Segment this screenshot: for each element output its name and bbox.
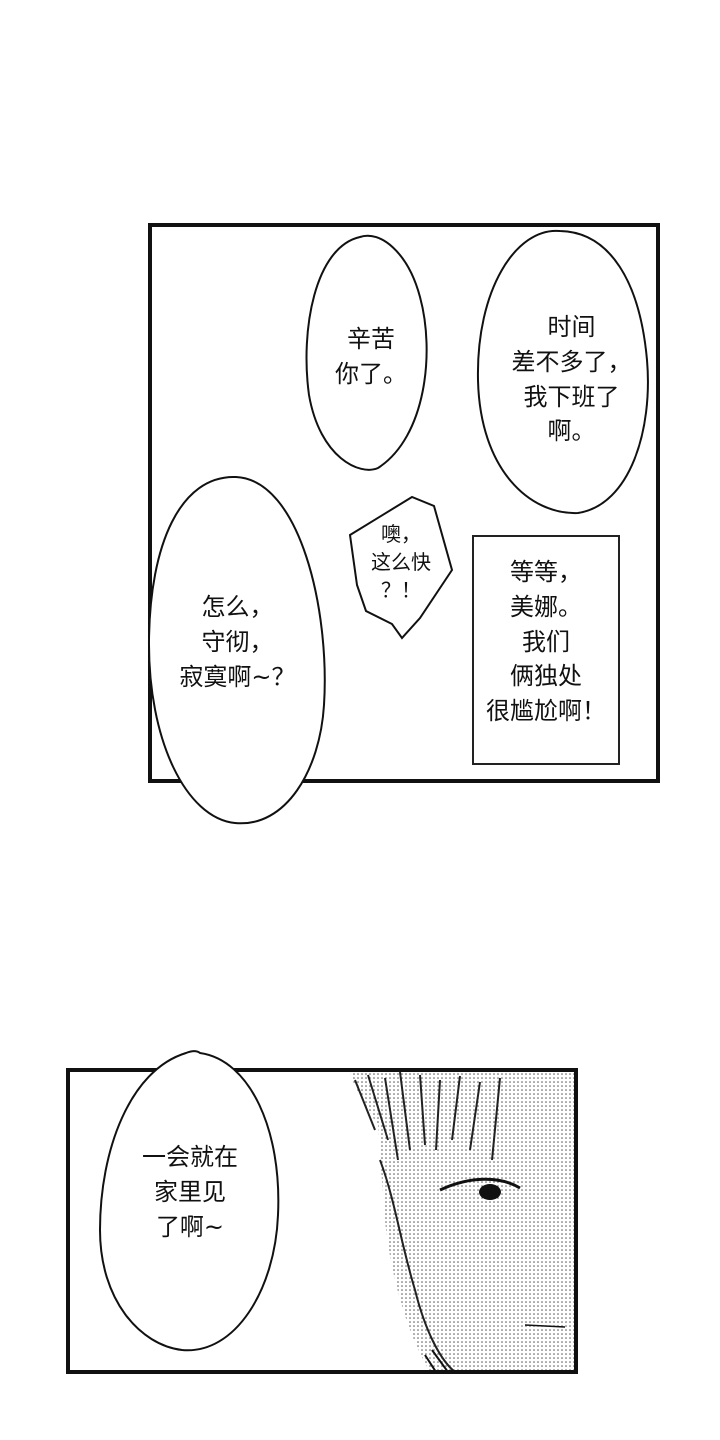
speech-text-2: 时间 差不多了， 我下班了 啊。 xyxy=(511,313,632,446)
speech-text-1: 辛苦 你了。 xyxy=(335,325,407,388)
speech-text-6: 一会就在 家里见 了啊~ xyxy=(142,1143,238,1241)
speech-text-3: 噢， 这么快 ？！ xyxy=(371,522,431,602)
narration-text: 等等， 美娜。 我们 俩独处 很尴尬啊！ xyxy=(486,558,606,726)
speech-text-4: 怎么， 守彻， 寂寞啊~？ xyxy=(179,593,296,691)
narration-box xyxy=(472,535,620,765)
